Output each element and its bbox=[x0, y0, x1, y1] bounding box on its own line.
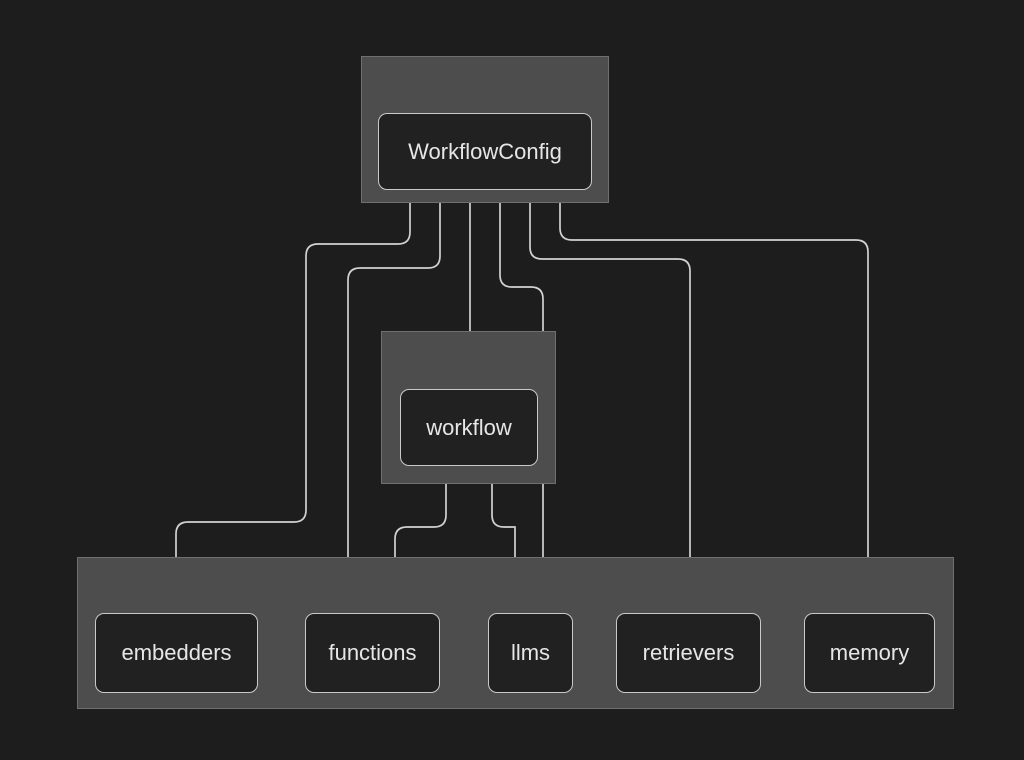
node-llms[interactable]: llms bbox=[488, 613, 573, 693]
node-label-embedders: embedders bbox=[121, 640, 232, 665]
node-functions[interactable]: functions bbox=[305, 613, 440, 693]
edge-workflowconfig-embedders bbox=[175, 190, 411, 610]
node-workflowconfig[interactable]: WorkflowConfig bbox=[378, 113, 592, 190]
node-label-retrievers: retrievers bbox=[642, 640, 735, 665]
node-label-workflowconfig: WorkflowConfig bbox=[408, 138, 562, 164]
node-label-llms: llms bbox=[510, 640, 551, 665]
node-workflow[interactable]: workflow bbox=[400, 389, 538, 466]
node-label-memory: memory bbox=[829, 640, 910, 665]
node-memory[interactable]: memory bbox=[804, 613, 935, 693]
node-embedders[interactable]: embedders bbox=[95, 613, 258, 693]
node-retrievers[interactable]: retrievers bbox=[616, 613, 761, 693]
node-label-workflow: workflow bbox=[426, 414, 512, 440]
edge-workflowconfig-memory bbox=[559, 190, 875, 610]
node-label-functions: functions bbox=[328, 640, 417, 665]
